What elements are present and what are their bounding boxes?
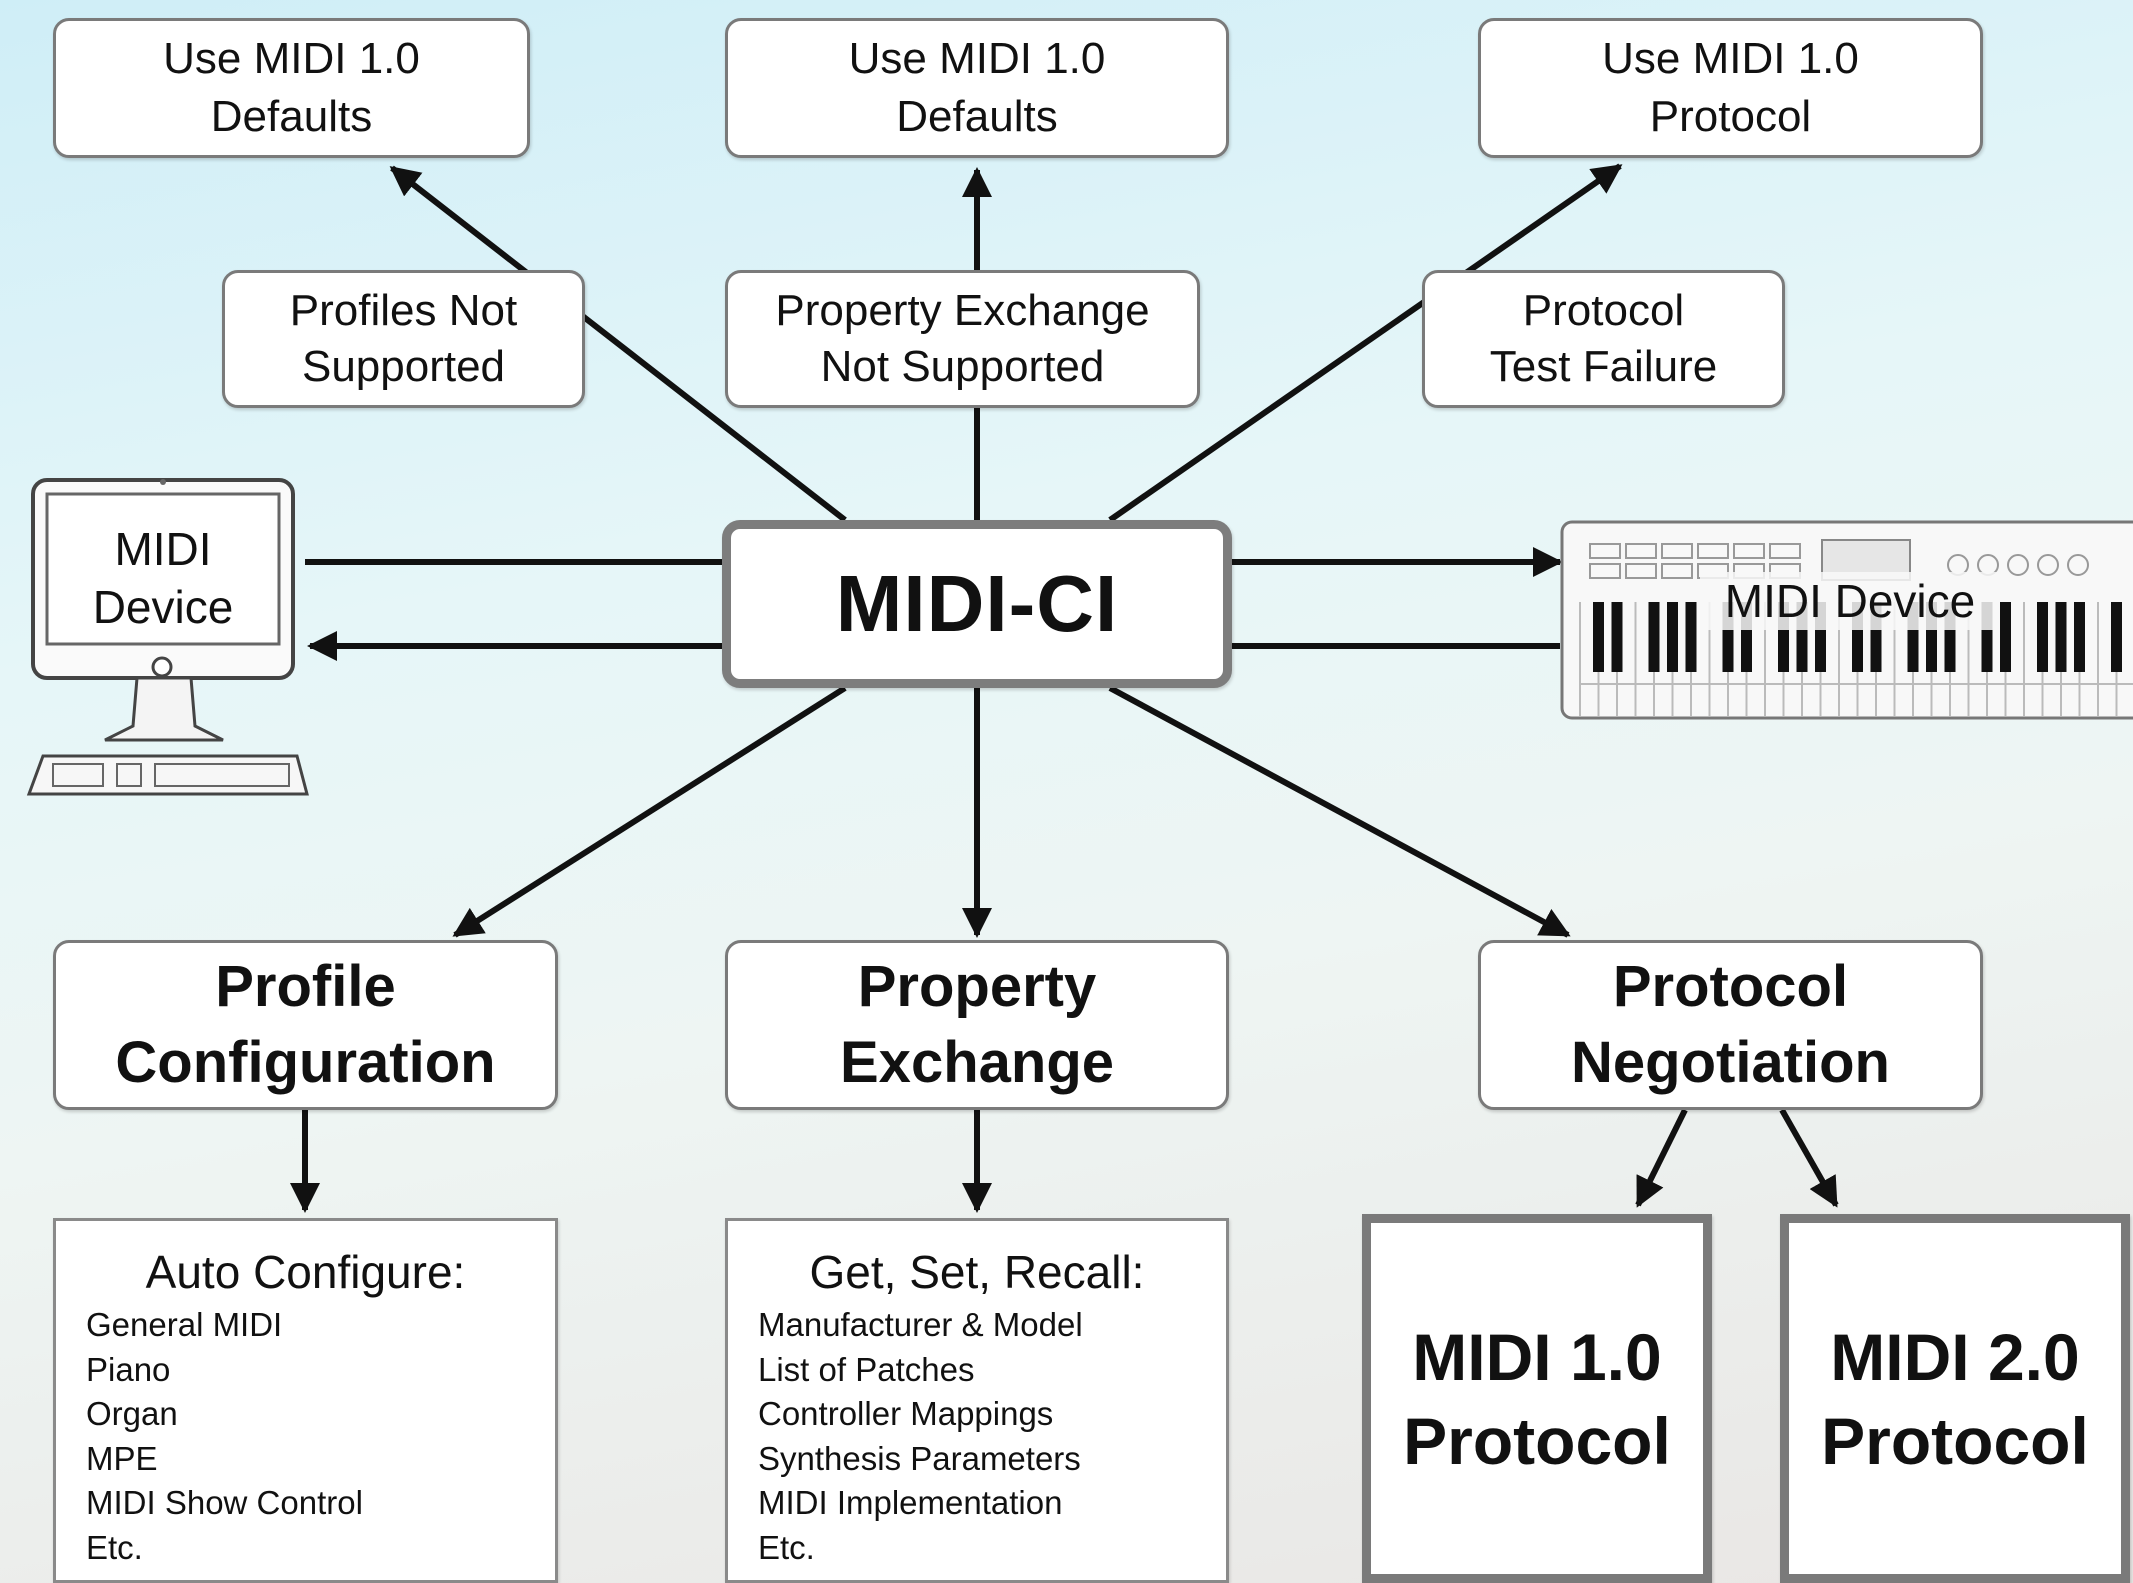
black-key: [1926, 602, 1937, 672]
black-key: [1815, 602, 1826, 672]
black-key: [1852, 602, 1863, 672]
list-item: Etc.: [758, 1528, 815, 1566]
protocol-negotiation-box: Protocol Negotiation: [1478, 940, 1983, 1110]
mid-left-box: Profiles Not Supported: [222, 270, 585, 408]
black-key: [1685, 602, 1697, 672]
midi2-line-1: MIDI 2.0: [1830, 1319, 2080, 1394]
top-right-line-1: Use MIDI 1.0: [1602, 34, 1859, 83]
black-key: [1611, 602, 1623, 672]
arrow-to-protocol-negotiation: [1108, 685, 1571, 938]
arrow-to-profile-config: [452, 685, 847, 938]
keyboard-label: MIDI Device: [1700, 572, 2000, 630]
top-right-box: Use MIDI 1.0 Protocol: [1478, 18, 1983, 158]
black-key: [1722, 602, 1734, 672]
mid-right-line-1: Protocol: [1522, 286, 1685, 335]
keyboard-device: MIDI Device: [1560, 520, 2133, 720]
black-key: [1981, 602, 1993, 672]
list-item: MPE: [86, 1439, 158, 1477]
midi2-protocol-box: MIDI 2.0 Protocol: [1780, 1214, 2130, 1583]
midi2-line-2: Protocol: [1821, 1403, 2089, 1478]
top-center-line-1: Use MIDI 1.0: [848, 34, 1106, 83]
computer-label-line-1: MIDI: [114, 523, 212, 575]
mid-right-box: Protocol Test Failure: [1422, 270, 1785, 408]
black-key: [1593, 602, 1604, 672]
black-key: [2074, 602, 2085, 672]
list-item: Piano: [86, 1350, 171, 1388]
black-key: [2055, 602, 2067, 672]
black-key: [1870, 602, 1882, 672]
top-center-line-2: Defaults: [896, 92, 1058, 141]
computer-device: MIDI Device: [25, 476, 310, 806]
midi1-line-2: Protocol: [1403, 1403, 1671, 1478]
profile-config-line-1: Profile: [215, 954, 396, 1019]
computer-icon: [26, 478, 309, 796]
mid-center-box: Property Exchange Not Supported: [725, 270, 1200, 408]
top-left-line-2: Defaults: [210, 92, 373, 141]
profile-list-title: Auto Configure:: [145, 1246, 466, 1298]
list-item: Synthesis Parameters: [758, 1439, 1081, 1477]
profile-list-box: Auto Configure: General MIDI Piano Organ…: [53, 1218, 558, 1583]
top-left-line-1: Use MIDI 1.0: [163, 34, 420, 83]
protocol-negotiation-line-2: Negotiation: [1571, 1030, 1890, 1095]
list-item: Manufacturer & Model: [758, 1306, 1083, 1343]
black-key: [1796, 602, 1808, 672]
computer-label-line-2: Device: [92, 581, 234, 633]
computer-label: MIDI Device: [47, 520, 279, 636]
black-key: [1648, 602, 1660, 672]
black-key: [1741, 602, 1752, 672]
mid-left-line-1: Profiles Not: [289, 286, 518, 335]
mid-center-line-1: Property Exchange: [775, 286, 1150, 335]
list-item: General MIDI: [86, 1306, 283, 1343]
top-left-box: Use MIDI 1.0 Defaults: [53, 18, 530, 158]
protocol-negotiation-line-1: Protocol: [1612, 954, 1849, 1019]
property-list-box: Get, Set, Recall: Manufacturer & Model L…: [725, 1218, 1229, 1583]
property-exchange-box: Property Exchange: [725, 940, 1229, 1110]
black-key: [2000, 602, 2011, 672]
black-key: [1667, 602, 1678, 672]
list-item: Organ: [86, 1395, 178, 1432]
arrow-to-top-left: [389, 165, 847, 523]
black-key: [2037, 602, 2048, 672]
midi-ci-box: MIDI-CI: [722, 520, 1232, 688]
property-exchange-line-1: Property: [857, 954, 1097, 1019]
list-item: MIDI Implementation: [758, 1484, 1063, 1521]
profile-configuration-box: Profile Configuration: [53, 940, 558, 1110]
arrow-to-top-right: [1108, 163, 1623, 523]
top-right-line-2: Protocol: [1649, 92, 1812, 141]
top-center-box: Use MIDI 1.0 Defaults: [725, 18, 1229, 158]
mid-center-line-2: Not Supported: [820, 342, 1105, 391]
black-key: [1944, 602, 1956, 672]
arrow-negotiation-to-midi1: [1635, 1108, 1688, 1208]
profile-list: General MIDI Piano Organ MPE MIDI Show C…: [56, 1303, 555, 1570]
black-key: [1907, 602, 1919, 672]
arrow-negotiation-to-midi2: [1779, 1108, 1839, 1208]
black-key: [1778, 602, 1789, 672]
midi1-line-1: MIDI 1.0: [1412, 1319, 1662, 1394]
mid-left-line-2: Supported: [301, 342, 506, 391]
list-item: MIDI Show Control: [86, 1484, 363, 1521]
list-item: Etc.: [86, 1528, 143, 1566]
property-list-title: Get, Set, Recall:: [809, 1246, 1145, 1298]
property-exchange-line-2: Exchange: [840, 1030, 1114, 1095]
midi-ci-label: MIDI-CI: [835, 559, 1119, 648]
list-item: Controller Mappings: [758, 1395, 1054, 1432]
profile-config-line-2: Configuration: [115, 1030, 496, 1095]
black-key: [2111, 602, 2122, 672]
midi1-protocol-box: MIDI 1.0 Protocol: [1362, 1214, 1712, 1583]
list-item: List of Patches: [758, 1350, 975, 1388]
mid-right-line-2: Test Failure: [1489, 342, 1718, 391]
property-list: Manufacturer & Model List of Patches Con…: [728, 1303, 1226, 1570]
